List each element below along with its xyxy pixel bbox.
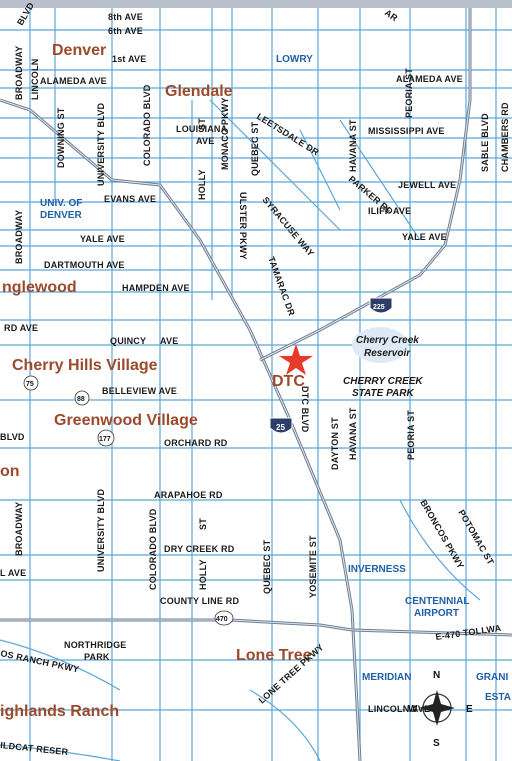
area-grand-1: GRANI	[476, 672, 508, 683]
label-colorado: COLORADO BLVD	[142, 84, 152, 166]
label-holly-2: HOLLY	[198, 559, 208, 590]
label-northridge-1: NORTHRIDGE	[64, 640, 127, 650]
label-dry-creek: DRY CREEK RD	[164, 544, 235, 554]
city-on: on	[0, 463, 20, 480]
route-75-shield: 75	[23, 375, 39, 391]
label-univ-blvd-2: UNIVERSITY BLVD	[96, 489, 106, 572]
dtc-star-icon	[279, 344, 313, 375]
area-ccsp-1: CHERRY CREEK	[343, 376, 423, 387]
label-broadway-low: BROADWAY	[14, 502, 24, 556]
label-mississippi: MISSISSIPPI AVE	[368, 126, 445, 136]
city-dtc: DTC	[272, 373, 305, 390]
label-blvd-w: BLVD	[0, 432, 25, 442]
label-iliff: ILIFF AVE	[368, 206, 411, 216]
route-177-shield: 177	[97, 429, 115, 447]
label-louisiana-2: AVE	[196, 136, 214, 146]
compass-w: W	[408, 704, 418, 715]
label-ulster: ULSTER PKWY	[238, 192, 248, 260]
compass-e: E	[466, 704, 473, 715]
compass-s: S	[433, 738, 440, 749]
label-havana: HAVANA ST	[348, 119, 358, 172]
label-jewell: JEWELL AVE	[398, 180, 456, 190]
label-yosemite: YOSEMITE ST	[308, 535, 318, 598]
label-university: UNIVERSITY BLVD	[96, 103, 106, 186]
area-cent-1: CENTENNIAL	[405, 596, 469, 607]
area-lowry: LOWRY	[276, 54, 313, 65]
highways	[0, 8, 512, 761]
city-glendale: Glendale	[165, 83, 233, 100]
label-quincy-ave: AVE	[160, 336, 178, 346]
label-quebec: QUEBEC ST	[250, 121, 260, 176]
route-88-shield: 88	[74, 390, 90, 406]
city-denver: Denver	[52, 42, 106, 59]
svg-text:470: 470	[216, 616, 228, 623]
compass-rose-icon: N S E W	[408, 670, 473, 749]
i25-shield: 25	[269, 417, 293, 434]
route-470-shield: 470	[214, 610, 234, 626]
label-sable: SABLE BLVD	[480, 113, 490, 172]
svg-text:177: 177	[99, 436, 111, 443]
label-havana-2: HAVANA ST	[348, 407, 358, 460]
area-inverness: INVERNESS	[348, 564, 406, 575]
label-8th-ave: 8th AVE	[108, 12, 143, 22]
label-lincoln-ave: LINCOLN AVE	[368, 704, 430, 714]
label-broadway-mid: BROADWAY	[14, 210, 24, 264]
label-st-2: ST	[198, 518, 208, 530]
label-rd-ave: RD AVE	[4, 323, 38, 333]
label-chambers: CHAMBERS RD	[500, 102, 510, 172]
label-belleview: BELLEVIEW AVE	[102, 386, 177, 396]
label-alameda-e: ALAMEDA AVE	[396, 74, 463, 84]
map-background	[0, 8, 512, 761]
label-yale-w: YALE AVE	[80, 234, 125, 244]
label-dartmouth: DARTMOUTH AVE	[44, 260, 125, 270]
svg-text:25: 25	[276, 423, 285, 432]
label-hampden: HAMPDEN AVE	[122, 283, 190, 293]
svg-text:225: 225	[373, 304, 385, 311]
label-yale-e: YALE AVE	[402, 232, 447, 242]
area-ccsp-2: STATE PARK	[352, 388, 414, 399]
city-greenwood: Greenwood Village	[54, 412, 198, 429]
area-meridian: MERIDIAN	[362, 672, 411, 683]
label-peoria-2: PEORIA ST	[406, 410, 416, 460]
label-colorado-2: COLORADO BLVD	[148, 508, 158, 590]
label-l-ave: L AVE	[0, 568, 26, 578]
label-st-1: ST	[197, 118, 207, 130]
label-dtc-blvd: DTC BLVD	[300, 386, 310, 433]
label-orchard: ORCHARD RD	[164, 438, 228, 448]
label-broadway-top: BROADWAY	[14, 46, 24, 100]
label-1st-ave: 1st AVE	[112, 54, 146, 64]
label-holly: HOLLY	[197, 169, 207, 200]
label-alameda-w: ALAMEDA AVE	[40, 76, 107, 86]
label-evans: EVANS AVE	[104, 194, 156, 204]
label-county-line: COUNTY LINE RD	[160, 596, 239, 606]
top-band	[0, 0, 512, 8]
label-quincy: QUINCY	[110, 336, 146, 346]
area-univ-2: DENVER	[40, 210, 82, 221]
label-quebec-2: QUEBEC ST	[262, 539, 272, 594]
label-lincoln-st: LINCOLN	[30, 59, 40, 100]
area-ccr-1: Cherry Creek	[356, 335, 419, 346]
label-louisiana-1: LOUISIANA	[176, 124, 228, 134]
svg-text:88: 88	[77, 396, 85, 403]
city-lone-tree: Lone Tree	[236, 647, 312, 664]
area-cent-2: AIRPORT	[414, 608, 459, 619]
city-highlands: ighlands Ranch	[0, 703, 119, 720]
city-englewood: nglewood	[2, 279, 77, 296]
label-arapahoe: ARAPAHOE RD	[154, 490, 223, 500]
i225-shield: 225	[369, 297, 393, 314]
label-downing: DOWNING ST	[56, 107, 66, 168]
label-peoria: PEORIA ST	[404, 68, 414, 118]
area-grand-2: ESTA	[485, 692, 511, 703]
cherry-creek-reservoir	[352, 327, 408, 363]
svg-text:75: 75	[26, 381, 34, 388]
label-northridge-2: PARK	[84, 652, 110, 662]
label-6th-ave: 6th AVE	[108, 26, 143, 36]
area-univ-1: UNIV. OF	[40, 198, 82, 209]
area-ccr-2: Reservoir	[364, 348, 411, 359]
label-dayton: DAYTON ST	[330, 417, 340, 470]
city-cherry-hills: Cherry Hills Village	[12, 357, 158, 374]
label-monaco: MONACO PKWY	[220, 97, 230, 170]
compass-n: N	[433, 670, 440, 681]
